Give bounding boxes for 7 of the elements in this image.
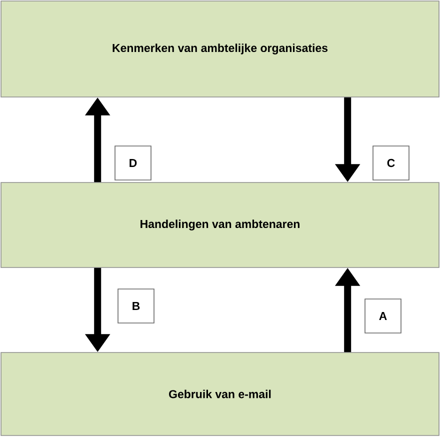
edge-label: C (372, 146, 410, 180)
edge-label: D (114, 146, 152, 180)
edge-label: B (118, 288, 154, 324)
band-box: Gebruik van e-mail (0, 352, 440, 436)
band-box: Kenmerken van ambtelijke organisaties (0, 0, 440, 98)
band-box: Handelingen van ambtenaren (0, 182, 440, 268)
edge-label: A (364, 298, 402, 334)
